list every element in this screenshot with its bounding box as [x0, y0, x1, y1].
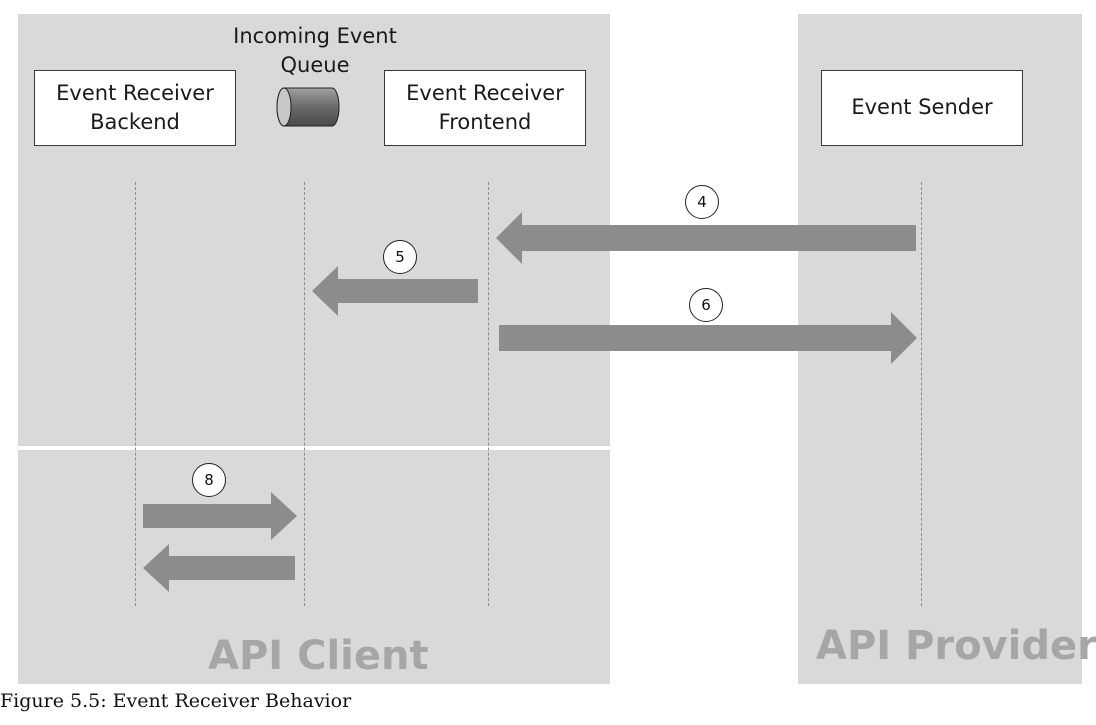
arrow-step-6 [499, 312, 917, 364]
arrow-step-4 [496, 212, 916, 264]
step-5-marker: 5 [383, 240, 417, 274]
sender-lifeline [921, 182, 922, 606]
event-receiver-frontend-box: Event Receiver Frontend [384, 70, 586, 146]
api-provider-label: API Provider [816, 623, 1096, 669]
queue-lifeline [304, 182, 305, 606]
arrow-step-5 [312, 266, 478, 316]
step-8-marker: 8 [192, 463, 226, 497]
client-region-divider [18, 446, 610, 450]
arrow-step-8-request [143, 492, 297, 540]
backend-lifeline [135, 182, 136, 606]
arrow-step-8-response [143, 544, 295, 592]
event-sender-box: Event Sender [821, 70, 1023, 146]
step-4-marker: 4 [685, 185, 719, 219]
queue-cylinder-icon [276, 87, 340, 127]
incoming-event-queue-label: Incoming Event Queue [233, 24, 397, 78]
step-6-marker: 6 [689, 288, 723, 322]
frontend-lifeline [488, 182, 489, 606]
api-client-label: API Client [208, 633, 429, 679]
figure-caption: Figure 5.5: Event Receiver Behavior [0, 690, 352, 712]
event-receiver-backend-box: Event Receiver Backend [34, 70, 236, 146]
